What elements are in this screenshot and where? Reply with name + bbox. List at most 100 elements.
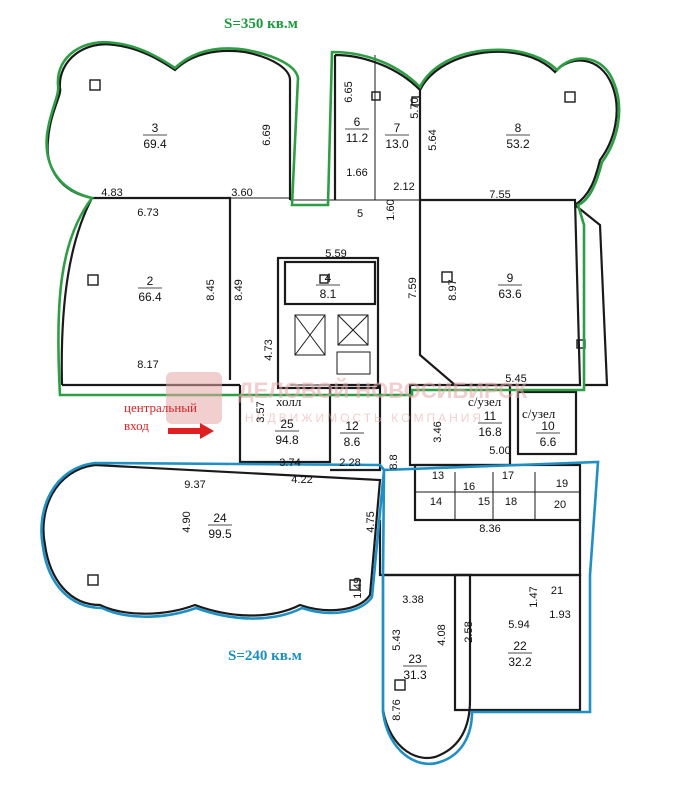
dimension-label: 4.83 [101, 187, 122, 199]
watermark-line1: ДЕЛОВОЙ НОВОСИБИРСК [238, 378, 528, 403]
room-number-19: 19 [556, 478, 568, 490]
room-number-8: 8 [515, 121, 522, 135]
watermark-line2: НЕДВИЖИМОСТЬ КОМПАНИЯ [245, 411, 484, 425]
dimension-label: 7.55 [489, 189, 510, 201]
watermark: ДЕЛОВОЙ НОВОСИБИРСК НЕДВИЖИМОСТЬ КОМПАНИ… [166, 372, 528, 425]
room-number-5: 5 [357, 208, 363, 220]
wall-rooms-6-7 [333, 53, 422, 200]
wall-room-8 [419, 50, 618, 206]
dimension-label: 5.59 [325, 248, 346, 260]
dimension-label: 6.69 [261, 124, 273, 145]
hall-label: холл [276, 394, 302, 409]
room-number-2: 2 [147, 274, 154, 288]
wall-lower-block [378, 520, 582, 577]
dimension-label: 2.58 [463, 621, 475, 642]
dimension-label: 6.65 [343, 81, 355, 102]
dimension-label: 8.36 [479, 523, 500, 535]
wall-room-23 [381, 573, 472, 760]
wall-room-4 [283, 260, 377, 306]
room-number-18: 18 [505, 496, 517, 508]
room-number-17: 17 [502, 470, 514, 482]
dimension-label: 2.28 [339, 457, 360, 469]
room-area-10: 6.6 [540, 435, 557, 449]
entrance-arrow-icon [168, 423, 214, 439]
dimension-label: 9.37 [184, 479, 205, 491]
dimension-label: 3.38 [402, 594, 423, 606]
dimension-label: 5.45 [505, 373, 526, 385]
room-area-7: 13.0 [385, 137, 409, 151]
room-number-16: 16 [463, 481, 475, 493]
entrance-label-line1: центральный [124, 400, 197, 415]
room-area-6: 11.2 [346, 131, 369, 145]
dimension-label: 8.8 [388, 454, 400, 469]
area-label-top: S=350 кв.м [224, 16, 298, 32]
dimension-label: 8.76 [391, 699, 403, 720]
room-area-2: 66.4 [138, 290, 162, 304]
wall-corridor [238, 383, 382, 472]
dimension-label: 1.93 [549, 609, 570, 621]
wall-room-3 [46, 43, 292, 200]
room-area-23: 31.3 [403, 668, 427, 682]
dimension-label: 3.60 [231, 187, 252, 199]
room-area-9: 63.6 [498, 287, 522, 301]
dimension-label: 8.17 [137, 359, 158, 371]
wall-room-24 [42, 463, 382, 617]
room-number-7: 7 [394, 121, 401, 135]
dimension-label: 5.94 [508, 619, 529, 631]
interior-walls [230, 55, 580, 520]
room-number-15: 15 [478, 496, 490, 508]
dimension-label: 5.43 [391, 629, 403, 650]
room-area-24: 99.5 [208, 527, 232, 541]
room-number-11: 11 [484, 409, 497, 423]
dimension-label: 8.49 [233, 279, 245, 300]
dimension-label: 8.97 [447, 279, 459, 300]
dimension-label: 3.57 [255, 401, 267, 422]
room-number-4: 4 [325, 271, 332, 285]
room-number-3: 3 [152, 121, 159, 135]
area-label-bottom: S=240 кв.м [228, 648, 302, 664]
wall-room-9 [418, 198, 582, 387]
dimension-label: 1.47 [528, 586, 540, 607]
wall-stair [574, 204, 609, 387]
entrance-label-line2: вход [124, 418, 149, 433]
dimension-label: 1.66 [346, 167, 367, 179]
room-labels: 3 69.4 6 11.2 7 13.0 8 53.2 2 66.4 4 8.1 9 63.6 25 94.8… [138, 115, 568, 682]
room-area-25: 94.8 [275, 433, 299, 447]
dimension-label: 3.46 [432, 421, 444, 442]
room-area-4: 8.1 [320, 287, 337, 301]
dimension-label: 4.90 [181, 511, 193, 532]
dimension-label: 5.64 [427, 129, 439, 150]
dimension-label: 1.49 [352, 577, 364, 598]
wc-label-2: с/узел [522, 406, 556, 421]
dimension-label: 5.00 [489, 445, 510, 457]
dimension-label: 5.70 [409, 97, 421, 118]
dimension-label: 6.73 [137, 207, 158, 219]
room-number-21: 21 [551, 585, 563, 597]
entrance: центральный вход [124, 400, 214, 439]
room-number-12: 12 [345, 419, 359, 433]
room-number-23: 23 [408, 652, 422, 666]
room-number-22: 22 [513, 639, 527, 653]
room-number-20: 20 [554, 499, 566, 511]
room-number-10: 10 [541, 419, 555, 433]
room-number-13: 13 [432, 470, 444, 482]
wc-label-1: с/узел [468, 394, 502, 409]
wall-core [276, 256, 380, 390]
room-number-25: 25 [280, 417, 294, 431]
dimension-label: 4.22 [291, 474, 312, 486]
room-area-3: 69.4 [143, 137, 167, 151]
room-area-22: 32.2 [508, 655, 532, 669]
dimension-label: 4.75 [365, 511, 377, 532]
wall-room-10 [516, 390, 578, 456]
dimension-label: 4.08 [436, 624, 448, 645]
outline-blue [40, 460, 600, 766]
dimension-label: 1.60 [385, 199, 397, 220]
dimension-label: 4.73 [263, 339, 275, 360]
room-number-6: 6 [354, 115, 361, 129]
room-number-14: 14 [430, 496, 442, 508]
room-number-24: 24 [213, 511, 227, 525]
room-area-8: 53.2 [506, 137, 530, 151]
room-number-9: 9 [507, 271, 514, 285]
